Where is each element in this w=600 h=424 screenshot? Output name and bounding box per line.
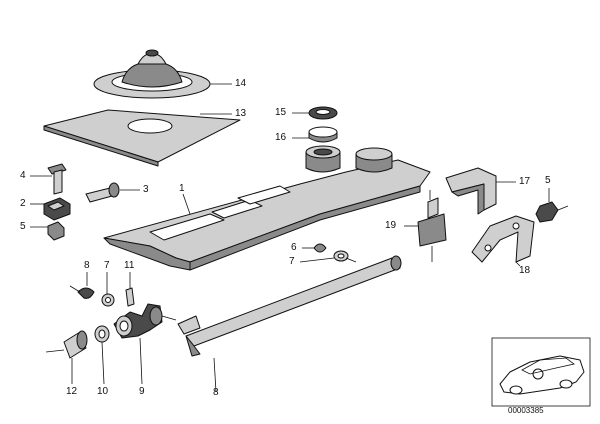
washer-part-7-left <box>101 293 115 307</box>
callout-16[interactable]: 16 <box>275 132 287 143</box>
vehicle-inset <box>491 337 591 407</box>
callout-3[interactable]: 3 <box>143 184 149 195</box>
callout-14[interactable]: 14 <box>235 78 247 89</box>
washer-part-7-right <box>333 250 357 263</box>
ring-part-15 <box>308 106 338 120</box>
joint-part-9 <box>113 303 177 339</box>
bush-part-16 <box>308 126 338 143</box>
callout-5-right[interactable]: 5 <box>545 175 551 186</box>
callout-7-right[interactable]: 7 <box>289 256 295 267</box>
pin-part-11 <box>125 287 135 307</box>
callout-19[interactable]: 19 <box>385 220 397 231</box>
callout-6[interactable]: 6 <box>291 242 297 253</box>
bracket-part-2 <box>43 197 71 221</box>
callout-9[interactable]: 9 <box>139 386 145 397</box>
callout-17[interactable]: 17 <box>519 176 531 187</box>
callout-10[interactable]: 10 <box>97 386 109 397</box>
plate-part-1 <box>103 145 431 271</box>
callout-4[interactable]: 4 <box>20 170 26 181</box>
callout-5-left[interactable]: 5 <box>20 221 26 232</box>
pad-part-13 <box>43 109 241 167</box>
callout-13[interactable]: 13 <box>235 108 247 119</box>
clip-part-6 <box>313 243 327 253</box>
callout-2[interactable]: 2 <box>20 198 26 209</box>
callout-7-left[interactable]: 7 <box>104 260 110 271</box>
mount-part-19 <box>417 190 447 262</box>
callout-8-lower[interactable]: 8 <box>213 387 219 398</box>
callout-12[interactable]: 12 <box>66 386 78 397</box>
rod-part-8 <box>177 255 402 357</box>
clip-ring-part-8 <box>69 285 95 299</box>
boot-part-14 <box>93 49 211 99</box>
screw-part-3 <box>85 182 120 203</box>
ring-part-10 <box>94 325 110 343</box>
nut-part-5-left <box>47 221 65 241</box>
bracket-part-18 <box>471 215 535 263</box>
callout-1[interactable]: 1 <box>179 183 185 194</box>
bushing-part-12 <box>45 330 88 359</box>
callout-11[interactable]: 11 <box>124 260 135 271</box>
callout-18[interactable]: 18 <box>519 265 531 276</box>
image-id: 00003385 <box>508 406 544 415</box>
callout-15[interactable]: 15 <box>275 107 287 118</box>
bracket-part-17 <box>445 167 497 215</box>
bolt-part-4 <box>47 163 67 195</box>
callout-8-upper[interactable]: 8 <box>84 260 90 271</box>
nut-part-5-right <box>535 201 569 223</box>
